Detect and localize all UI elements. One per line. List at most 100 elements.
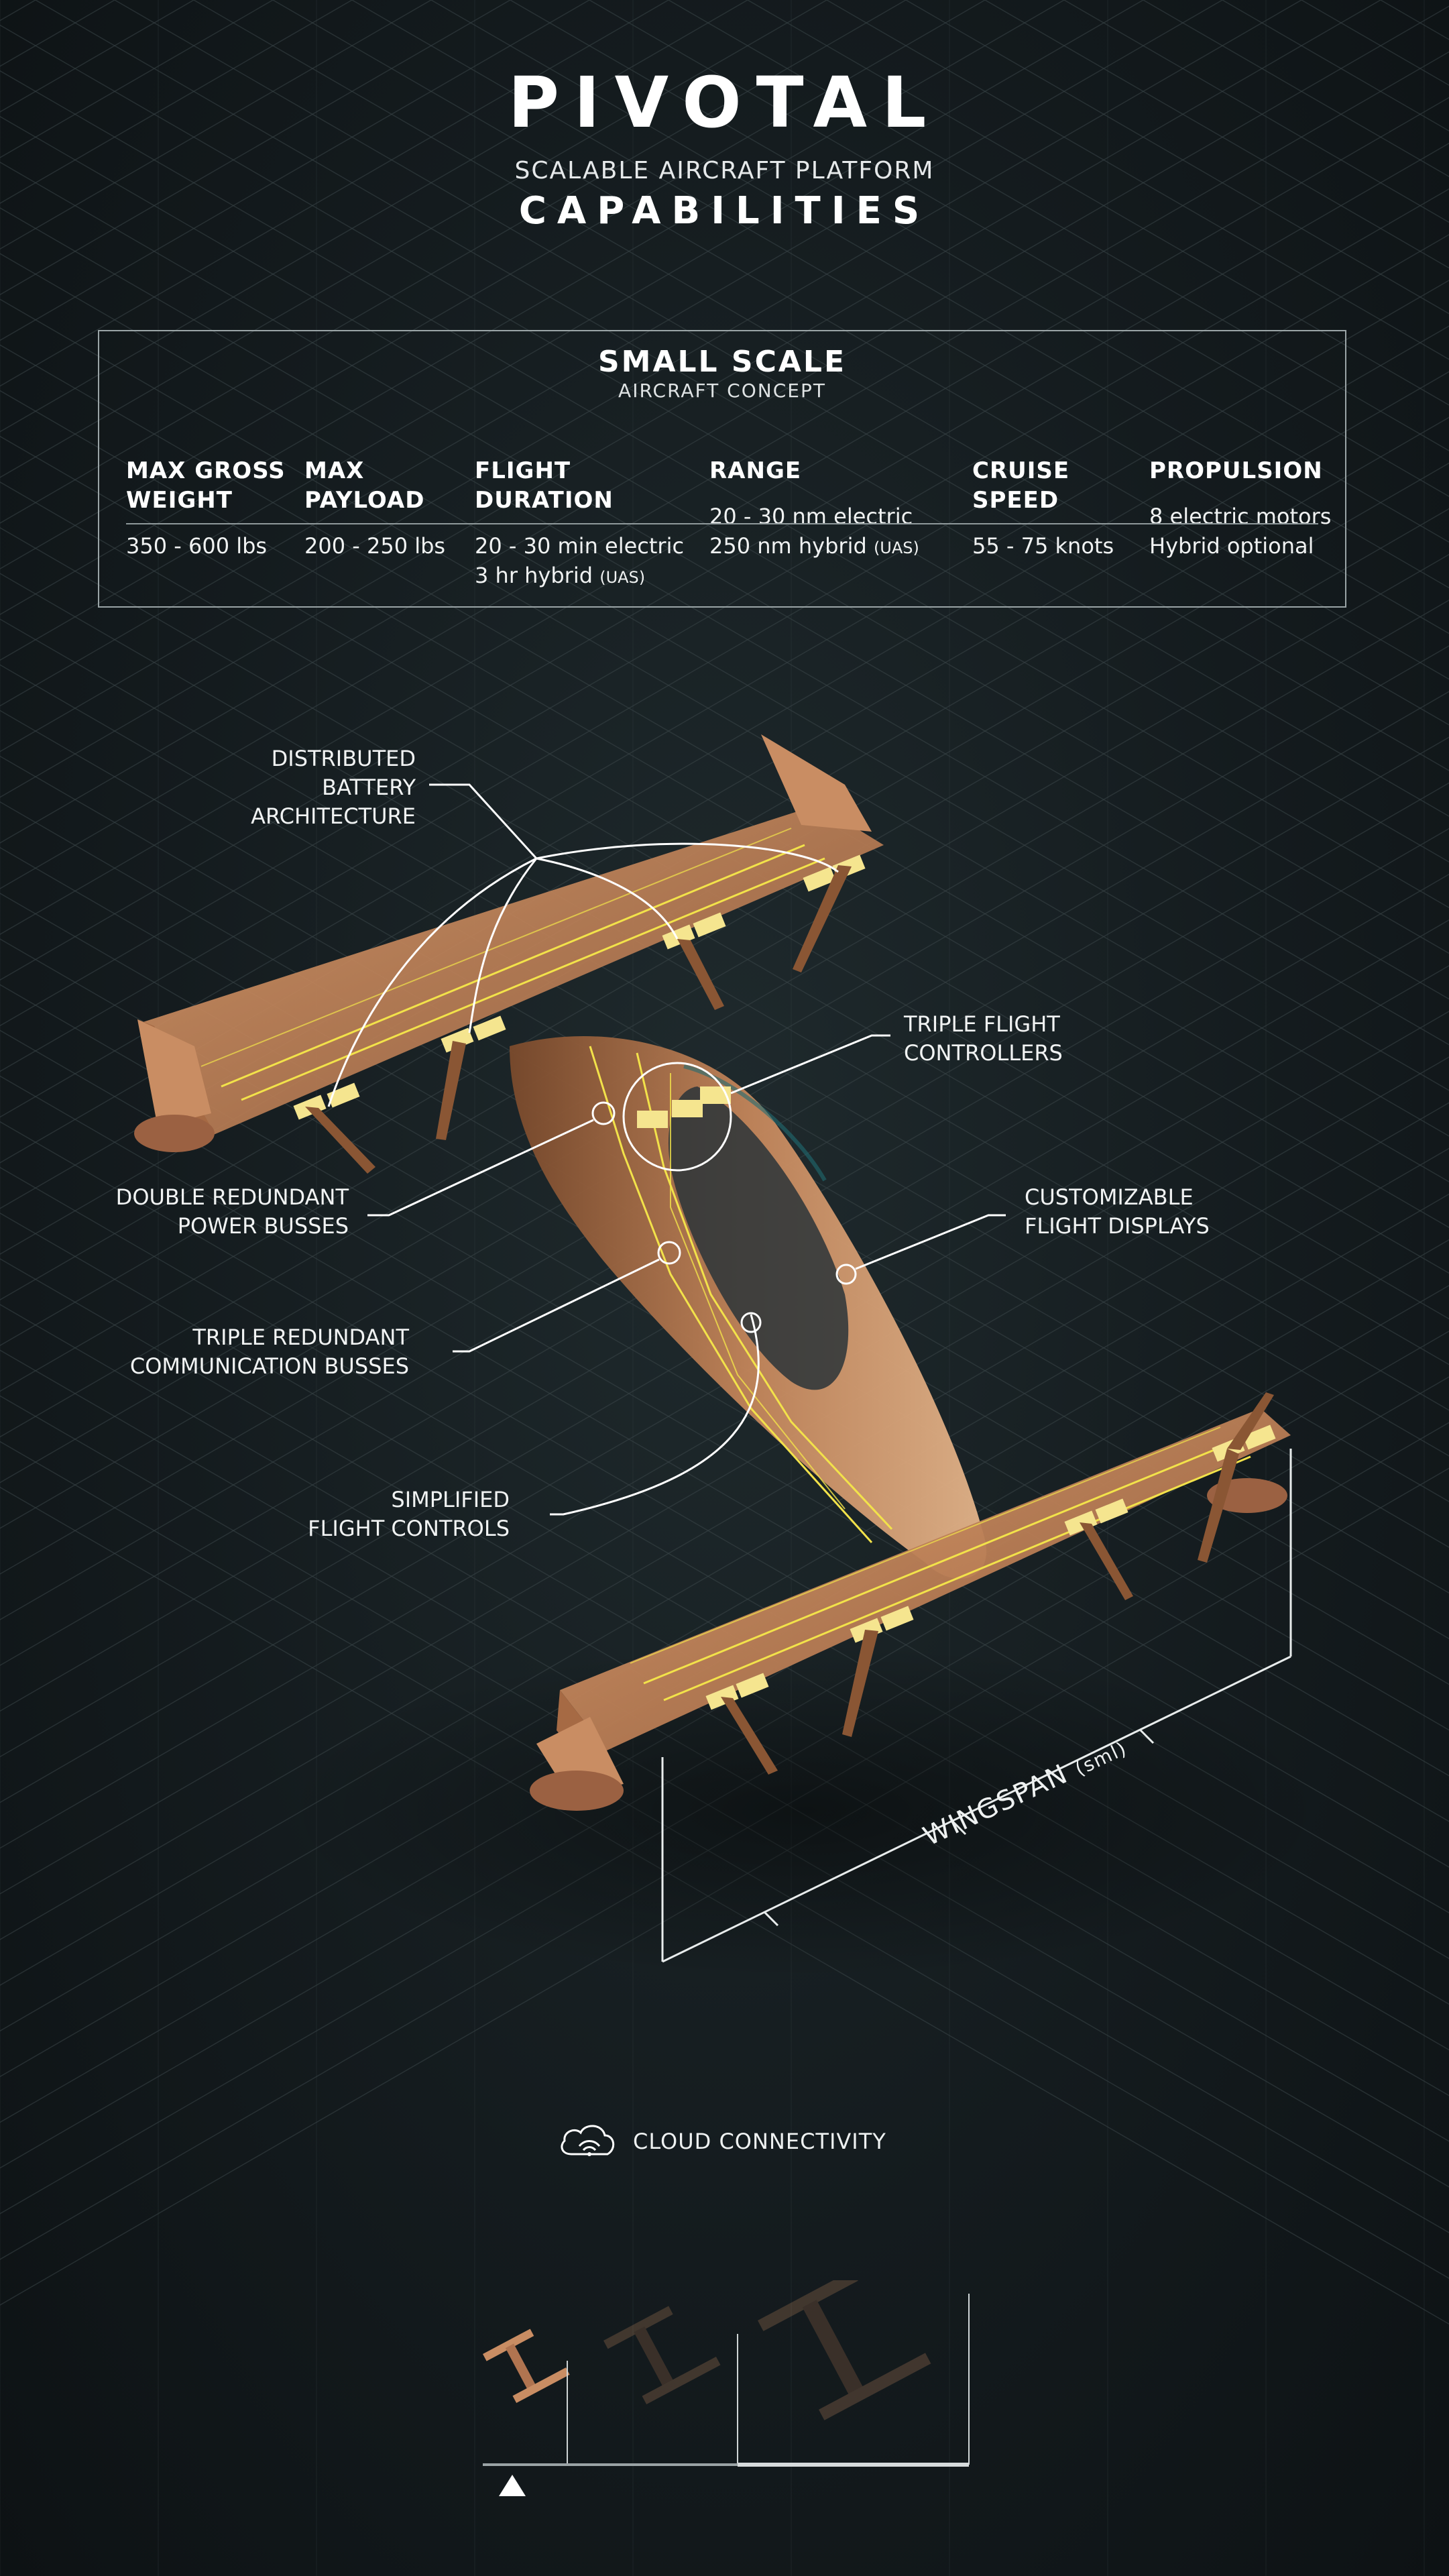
spec-head: SPEED <box>972 487 1059 514</box>
spec-value: 55 - 75 knots <box>972 533 1114 559</box>
callout-line: TRIPLE REDUNDANT <box>192 1325 409 1350</box>
callout-line: TRIPLE FLIGHT <box>904 1011 1060 1037</box>
spec-head: DURATION <box>475 487 614 514</box>
spec-column-payload: MAX PAYLOAD 200 - 250 lbs <box>304 456 445 561</box>
spec-column-duration: FLIGHT DURATION 20 - 30 min electric 3 h… <box>475 456 684 592</box>
spec-subtitle: AIRCRAFT CONCEPT <box>618 380 826 402</box>
grid-line <box>0 0 1381 798</box>
spec-value: 20 - 30 min electric <box>475 533 685 559</box>
grid-line <box>0 0 1223 707</box>
scale-selector-frame <box>567 2294 970 2465</box>
spec-value: 350 - 600 lbs <box>126 533 268 559</box>
callout-line: FLIGHT CONTROLS <box>308 1516 510 1541</box>
grid-line <box>0 0 827 478</box>
grid-line <box>351 0 1449 634</box>
callout-line: BATTERY <box>322 775 416 800</box>
spec-title: SMALL SCALE <box>597 345 847 379</box>
callout-line: CONTROLLERS <box>904 1040 1063 1066</box>
brand-logo: PIVOTAL <box>508 62 941 144</box>
grid-line <box>0 0 986 569</box>
spec-column-propulsion: PROPULSION 8 electric motors Hybrid opti… <box>1149 456 1331 561</box>
spec-column-weight: MAX GROSS WEIGHT 350 - 600 lbs <box>126 456 286 561</box>
spec-value-secondary: 250 nm hybrid (UAS) <box>709 531 919 563</box>
fuselage <box>510 1036 987 1579</box>
grid-line <box>193 0 1449 726</box>
page-tagline: SCALABLE AIRCRAFT PLATFORM <box>514 157 935 184</box>
callout-battery: DISTRIBUTED BATTERY ARCHITECTURE <box>201 744 416 831</box>
grid-line <box>114 0 1449 771</box>
grid-line <box>0 0 748 433</box>
scale-option-medium[interactable] <box>603 2298 721 2408</box>
scale-pointer-icon[interactable] <box>499 2475 526 2496</box>
callout-line: COMMUNICATION BUSSES <box>129 1353 409 1379</box>
callout-flight-displays: CUSTOMIZABLE FLIGHT DISPLAYS <box>1025 1183 1293 1241</box>
callout-line: DOUBLE REDUNDANT <box>115 1184 349 1210</box>
rear-right-winglet <box>761 734 872 832</box>
spec-column-speed: CRUISE SPEED 55 - 75 knots <box>972 456 1114 561</box>
scale-option-large[interactable] <box>758 2280 931 2426</box>
rear-left-winglet <box>137 1019 211 1127</box>
grid-line <box>668 0 1449 451</box>
spec-head: PROPULSION <box>1149 457 1323 484</box>
scale-option-small[interactable] <box>483 2322 570 2406</box>
callout-comm-busses: TRIPLE REDUNDANT COMMUNICATION BUSSES <box>107 1323 409 1381</box>
cloud-wifi-icon <box>561 2125 615 2156</box>
grid-line <box>0 0 1302 752</box>
grid-line <box>0 0 1065 616</box>
aircraft-shadow <box>282 1643 1328 1978</box>
spec-value-text: 250 nm hybrid <box>709 533 867 559</box>
callout-power-busses: DOUBLE REDUNDANT POWER BUSSES <box>80 1183 349 1241</box>
spec-value: 8 electric motors <box>1149 504 1332 529</box>
spec-value-secondary: 3 hr hybrid (UAS) <box>475 561 684 592</box>
spec-head: FLIGHT <box>475 457 571 484</box>
spec-column-range: RANGE 20 - 30 nm electric 250 nm hybrid … <box>709 456 919 563</box>
callout-line: CUSTOMIZABLE <box>1025 1184 1194 1210</box>
spec-table: SMALL SCALE AIRCRAFT CONCEPT MAX GROSS W… <box>98 330 1346 608</box>
callout-line: DISTRIBUTED <box>271 746 416 771</box>
grid-line <box>0 0 1144 661</box>
cloud-connectivity-label: CLOUD CONNECTIVITY <box>633 2129 886 2154</box>
